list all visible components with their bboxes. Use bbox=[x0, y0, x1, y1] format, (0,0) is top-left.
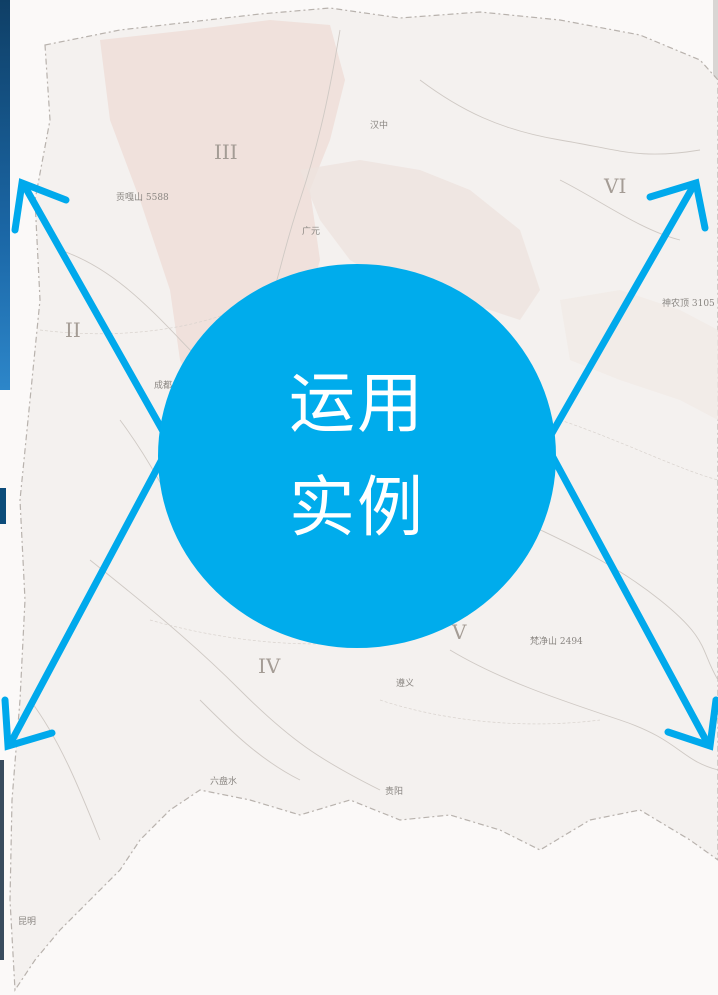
arrow-top-left bbox=[20, 181, 172, 444]
place-label: 六盘水 bbox=[210, 777, 238, 787]
arrowhead-top-left bbox=[11, 178, 70, 234]
place-label: 神农顶 3105 bbox=[662, 299, 715, 309]
background-photo-edge bbox=[0, 0, 10, 390]
center-title-circle: 运用 实例 bbox=[158, 264, 556, 648]
region-numeral: II bbox=[65, 318, 81, 342]
expansion-arrows bbox=[1, 178, 718, 751]
map-region-tint bbox=[300, 160, 540, 320]
place-label: 汉中 bbox=[370, 121, 389, 131]
region-numeral: III bbox=[214, 140, 238, 164]
arrow-top-right bbox=[544, 181, 698, 444]
place-label: 广元 bbox=[302, 227, 321, 237]
map-region-tint bbox=[560, 290, 718, 420]
place-label: 昆明 bbox=[18, 917, 37, 927]
arrowhead-bottom-left bbox=[1, 696, 56, 751]
place-label: 梵净山 2494 bbox=[530, 637, 583, 647]
background-photo-edge bbox=[0, 760, 4, 960]
place-label: 贵阳 bbox=[385, 787, 404, 797]
map-river-lines bbox=[29, 29, 718, 841]
region-numeral: VI bbox=[604, 174, 627, 198]
center-title-line-2: 实例 bbox=[289, 469, 425, 546]
arrow-bottom-right bbox=[544, 444, 712, 748]
arrowhead-top-right bbox=[646, 178, 709, 232]
place-label: 贡嘎山 5588 bbox=[116, 193, 169, 203]
background-photo-edge bbox=[0, 488, 6, 524]
center-title-line-1: 运用 bbox=[289, 365, 425, 442]
region-numeral: V bbox=[452, 620, 467, 644]
arrowhead-bottom-right bbox=[664, 696, 718, 751]
region-numeral: IV bbox=[258, 654, 281, 678]
place-label: 成都 bbox=[154, 381, 173, 391]
arrow-bottom-left bbox=[6, 444, 172, 748]
place-label: 遵义 bbox=[396, 679, 415, 689]
